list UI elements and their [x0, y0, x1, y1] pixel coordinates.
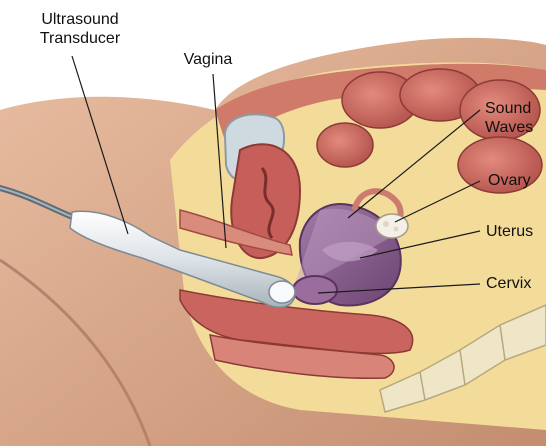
label-ovary: Ovary: [488, 171, 543, 190]
cervix: [293, 276, 337, 304]
label-uterus: Uterus: [486, 222, 544, 241]
label-sound-waves: Sound Waves: [485, 99, 545, 137]
label-vagina: Vagina: [168, 50, 248, 69]
label-ultrasound-transducer: Ultrasound Transducer: [30, 10, 130, 48]
label-cervix: Cervix: [486, 274, 544, 293]
